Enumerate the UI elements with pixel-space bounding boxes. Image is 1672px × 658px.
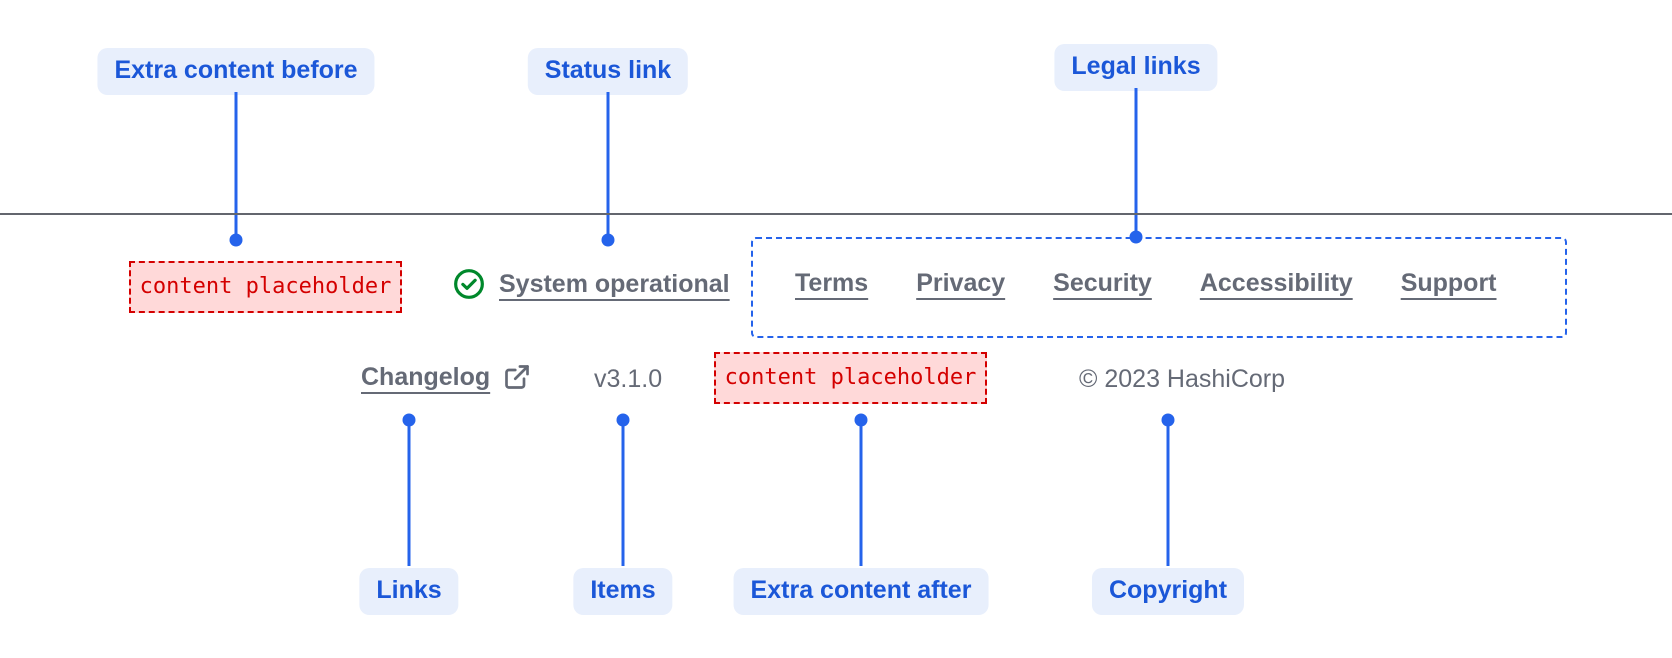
extra-content-before-placeholder: content placeholder <box>129 261 402 313</box>
legal-link-security[interactable]: Security <box>1053 269 1152 297</box>
status-link-label: System operational <box>499 269 730 298</box>
callout-line <box>234 92 238 234</box>
external-link-icon <box>503 363 531 391</box>
callout-label-items: Items <box>573 568 673 615</box>
callout-line <box>606 92 610 234</box>
legal-links-nav: Terms Privacy Security Accessibility Sup… <box>753 239 1565 296</box>
footer-top-divider <box>0 213 1672 215</box>
check-circle-icon <box>453 268 485 300</box>
callout-label-extra-content-before: Extra content before <box>97 48 375 95</box>
callout-label-legal-links: Legal links <box>1054 44 1218 91</box>
extra-content-after-placeholder: content placeholder <box>714 352 987 404</box>
legal-link-terms[interactable]: Terms <box>795 269 869 297</box>
callout-dot <box>1161 413 1175 427</box>
callout-label-copyright: Copyright <box>1091 568 1245 615</box>
callout-dot <box>229 233 243 247</box>
legal-link-support[interactable]: Support <box>1400 269 1497 297</box>
legal-link-accessibility[interactable]: Accessibility <box>1199 269 1353 297</box>
callout-line <box>859 423 863 566</box>
callout-line <box>1166 423 1170 566</box>
legal-links-highlight: Terms Privacy Security Accessibility Sup… <box>751 237 1567 338</box>
callout-dot <box>601 233 615 247</box>
callout-label-status-link: Status link <box>527 48 689 95</box>
callout-label-extra-content-after: Extra content after <box>733 568 989 615</box>
callout-dot <box>402 413 416 427</box>
changelog-link-label: Changelog <box>361 362 491 391</box>
status-link[interactable]: System operational <box>453 268 730 300</box>
callout-dot <box>616 413 630 427</box>
copyright-text: © 2023 HashiCorp <box>1079 365 1286 393</box>
callout-label-links: Links <box>359 568 459 615</box>
callout-dot <box>854 413 868 427</box>
callout-line <box>1134 88 1138 231</box>
changelog-link[interactable]: Changelog <box>361 363 531 391</box>
version-text: v3.1.0 <box>594 365 663 393</box>
callout-line <box>621 423 625 566</box>
legal-link-privacy[interactable]: Privacy <box>916 269 1006 297</box>
callout-line <box>407 423 411 566</box>
